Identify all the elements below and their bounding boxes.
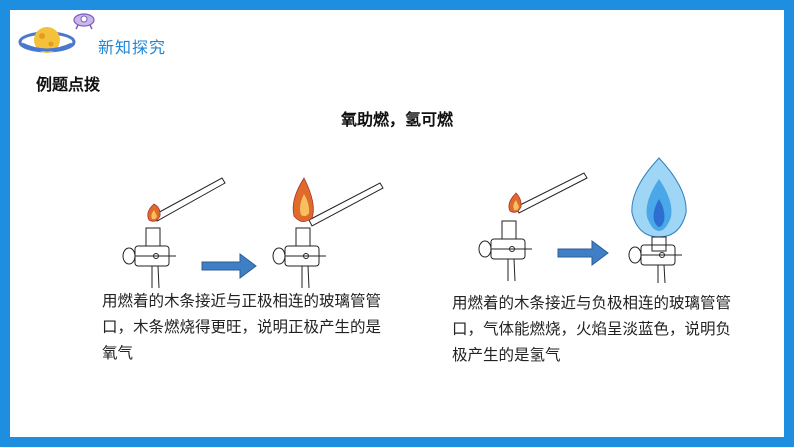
blue-flame-icon [631,157,687,238]
rocket-icon [73,13,95,30]
gas-tube-icon [272,227,326,289]
slide: 新知探究 例题点拨 氧助燃，氢可燃 [10,10,784,437]
match-icon [292,177,384,227]
main-title: 氧助燃，氢可燃 [340,110,453,129]
caption-oxygen: 用燃着的木条接近与正极相连的玻璃管管口，木条燃烧得更旺，说明正极产生的是氧气 [102,292,382,362]
planet-icon [18,27,76,53]
caption-hydrogen: 用燃着的木条接近与负极相连的玻璃管管口，气体能燃烧，火焰呈淡蓝色，说明负极产生的… [452,294,732,364]
section-title: 例题点拨 [36,75,101,94]
header-title: 新知探究 [98,38,167,57]
gas-tube-icon [478,220,532,282]
gas-tube-icon [122,227,176,289]
illustration-hydrogen [478,157,687,284]
illustration-oxygen [122,177,384,289]
arrow-right-icon [557,240,609,266]
match-icon [508,172,588,214]
header: 新知探究 [10,10,784,62]
arrow-right-icon [201,253,257,279]
gas-tube-icon [628,236,682,284]
match-icon [147,177,226,222]
